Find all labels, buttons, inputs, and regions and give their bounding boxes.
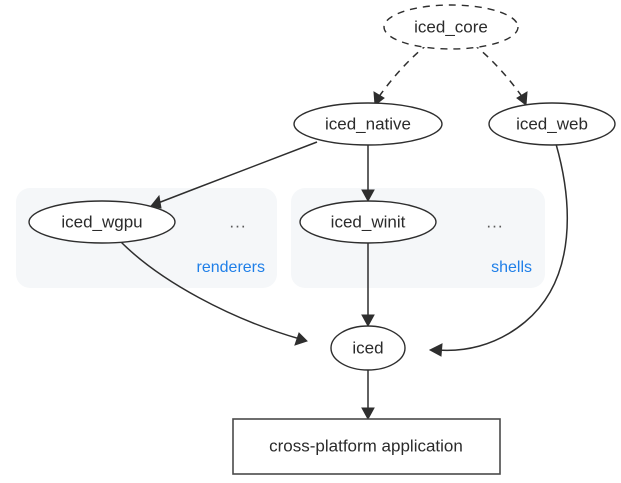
edge-iced-winit-to-iced <box>361 243 375 328</box>
edge-iced-core-to-iced-native-line <box>377 43 429 99</box>
node-iced-winit-shape[interactable] <box>299 200 437 244</box>
edge-iced-native-to-iced-wgpu-line <box>157 141 318 204</box>
edge-iced-wgpu-to-iced <box>120 241 308 346</box>
node-iced-native-shape[interactable] <box>293 102 443 146</box>
edge-iced-wgpu-to-iced-arrowhead <box>294 332 308 346</box>
edge-iced-native-to-iced-wgpu-arrowhead <box>150 194 162 209</box>
edge-iced-native-to-iced-winit <box>361 145 375 203</box>
node-iced-web-label: iced_web <box>516 114 588 133</box>
edge-iced-core-to-iced-web-line <box>472 43 524 99</box>
node-application[interactable]: cross-platform application <box>232 418 501 475</box>
node-iced-web-shape[interactable] <box>488 102 616 146</box>
edge-iced-native-to-iced-wgpu <box>150 141 318 209</box>
node-iced-wgpu[interactable]: iced_wgpu <box>28 200 176 244</box>
node-iced[interactable]: iced <box>330 325 406 371</box>
node-application-label: cross-platform application <box>269 436 463 455</box>
edge-iced-web-to-iced-line <box>436 143 569 352</box>
edge-iced-wgpu-to-iced-line <box>120 241 301 340</box>
edge-iced-web-to-iced-arrowhead <box>428 343 443 357</box>
edge-iced-native-to-iced-winit-arrowhead <box>361 189 375 203</box>
edge-iced-winit-to-iced-arrowhead <box>361 314 375 328</box>
cluster-shells-ellipsis: ... <box>486 212 503 231</box>
node-iced-wgpu-shape[interactable] <box>28 200 176 244</box>
cluster-renderers-ellipsis: ... <box>229 212 246 231</box>
edge-iced-web-to-iced <box>428 143 569 357</box>
edge-iced-to-application-arrowhead <box>361 407 375 421</box>
edge-iced-to-application <box>361 370 375 421</box>
edge-iced-core-to-iced-native-arrowhead <box>373 91 385 106</box>
node-iced-native-label: iced_native <box>325 114 411 133</box>
node-iced-shape[interactable] <box>330 325 406 371</box>
node-iced-winit-label: iced_winit <box>331 212 406 231</box>
node-iced-label: iced <box>352 338 383 357</box>
cluster-shells-label: shells <box>491 259 532 276</box>
cluster-renderers-label: renderers <box>197 259 265 276</box>
edge-iced-core-to-iced-web <box>472 43 528 106</box>
node-application-shape[interactable] <box>232 418 501 475</box>
node-iced-core-shape[interactable] <box>383 4 519 50</box>
node-iced-native[interactable]: iced_native <box>293 102 443 146</box>
node-iced-core-label: iced_core <box>414 17 488 36</box>
node-iced-winit[interactable]: iced_winit <box>299 200 437 244</box>
node-iced-web[interactable]: iced_web <box>488 102 616 146</box>
edge-iced-core-to-iced-native <box>373 43 429 106</box>
node-iced-core[interactable]: iced_core <box>383 4 519 50</box>
edge-iced-core-to-iced-web-arrowhead <box>516 91 528 106</box>
node-iced-wgpu-label: iced_wgpu <box>61 212 142 231</box>
